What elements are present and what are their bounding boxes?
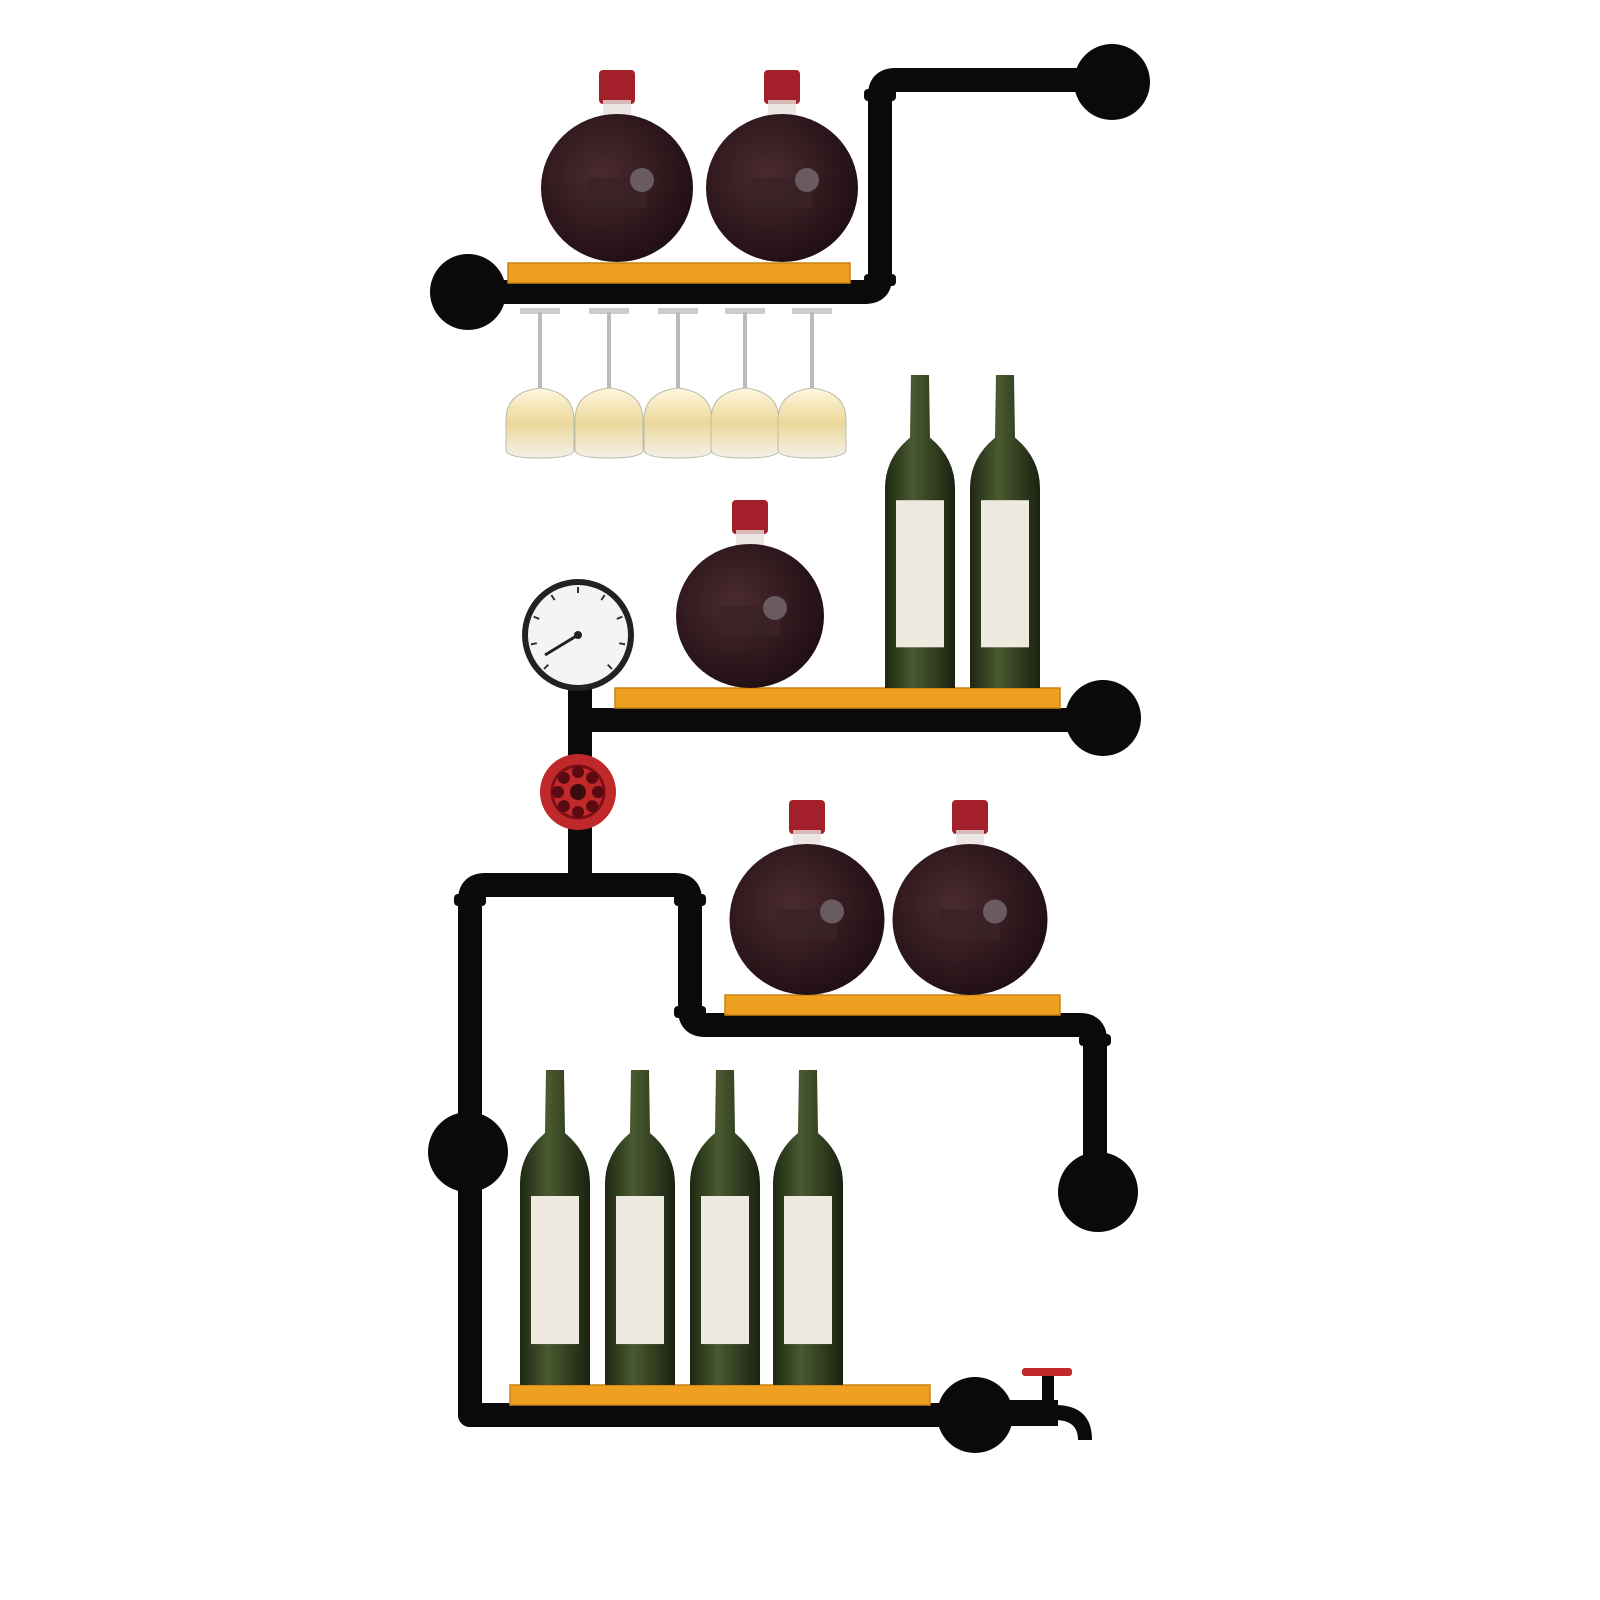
pipe-segment [458,873,1107,1427]
glass-foot [725,308,765,314]
hanging-wine-glass [777,308,847,459]
pipe-fitting [454,894,486,906]
glass-bowl [505,387,575,459]
valve-hole [586,800,599,813]
glass-stem [743,312,747,390]
fixtures [522,579,1092,1440]
green-wine-bottle [970,375,1040,688]
bottle-label [701,1196,749,1345]
valve-hole [592,786,604,798]
bottle-label [981,500,1029,648]
valve-hole [557,800,570,813]
green-wine-bottle [605,1070,675,1385]
gauge-tick [543,663,550,670]
bottle-cap [952,800,988,834]
pipe-cap-flange [430,254,506,330]
water-tap [1010,1368,1092,1440]
gauge-tick [533,615,540,620]
bottle-logo [630,168,654,192]
gauge-tick [618,642,626,646]
bottle-cap [789,800,825,834]
gauge-tick [530,642,538,646]
bottle-logo [763,596,787,620]
gauge-hub [574,631,582,639]
pipe-fitting [674,894,706,906]
wood-shelf [509,1384,931,1406]
bottles-and-glasses [505,70,1048,1385]
bottle-logo [983,899,1007,924]
tap-stem [1042,1375,1054,1403]
gauge-tick [600,594,606,601]
hanging-wine-glass [574,308,644,459]
tap-spout [1055,1405,1092,1440]
glass-bowl [574,387,644,459]
round-wine-bottle [706,70,858,262]
bottle-cap [732,500,768,534]
bottle-label [784,1196,832,1345]
valve-hub [570,784,586,800]
hanging-wine-glass [505,308,575,459]
valve-hole [552,786,564,798]
wood-shelf [507,262,851,284]
green-wine-bottle [885,375,955,688]
glass-bowl [643,387,713,459]
hanging-wine-glass [643,308,713,459]
round-wine-bottle [541,70,693,262]
glass-stem [538,312,542,390]
green-wine-bottle [520,1070,590,1385]
glass-foot [589,308,629,314]
pipe-cap-flange [428,1112,508,1192]
valve-hole [586,771,599,784]
pipe-frame [428,44,1150,1453]
bottle-cap [599,70,635,104]
green-wine-bottle [690,1070,760,1385]
valve-hole [557,771,570,784]
bottle-cap [764,70,800,104]
valve-hole [572,806,584,818]
gauge-tick [616,615,623,620]
hanging-wine-glass [710,308,780,459]
shelves [507,262,1061,1406]
glass-stem [810,312,814,390]
round-wine-bottle [892,800,1048,995]
tap-body [1010,1400,1058,1426]
valve-hole [572,766,584,778]
glass-foot [520,308,560,314]
glass-foot [658,308,698,314]
bottle-logo [795,168,819,192]
gauge-needle [544,633,579,657]
round-wine-bottle [729,800,885,995]
glass-bowl [777,387,847,459]
gauge-tick [550,594,556,601]
pipe-fitting [1079,1034,1111,1046]
bottle-label [896,500,944,648]
pipe-fitting [864,89,896,101]
glass-stem [607,312,611,390]
green-wine-bottle [773,1070,843,1385]
bottle-label [616,1196,664,1345]
pipe-cap-flange [1058,1152,1138,1232]
pressure-gauge [522,579,634,691]
tap-handle [1022,1368,1072,1376]
pipe-fitting [864,274,896,286]
bottle-label [531,1196,579,1345]
wood-shelf [724,994,1061,1016]
valve-handwheel [540,754,616,830]
bottle-logo [820,899,844,924]
round-wine-bottle [676,500,824,688]
pipe-fitting [674,1006,706,1018]
glass-stem [676,312,680,390]
glass-foot [792,308,832,314]
gauge-tick [606,663,613,670]
pipe-cap-flange [937,1377,1013,1453]
pipe-segment [458,68,1122,304]
glass-bowl [710,387,780,459]
pipe-cap-flange [1065,680,1141,756]
pipe-cap-flange [1074,44,1150,120]
wood-shelf [614,687,1061,709]
